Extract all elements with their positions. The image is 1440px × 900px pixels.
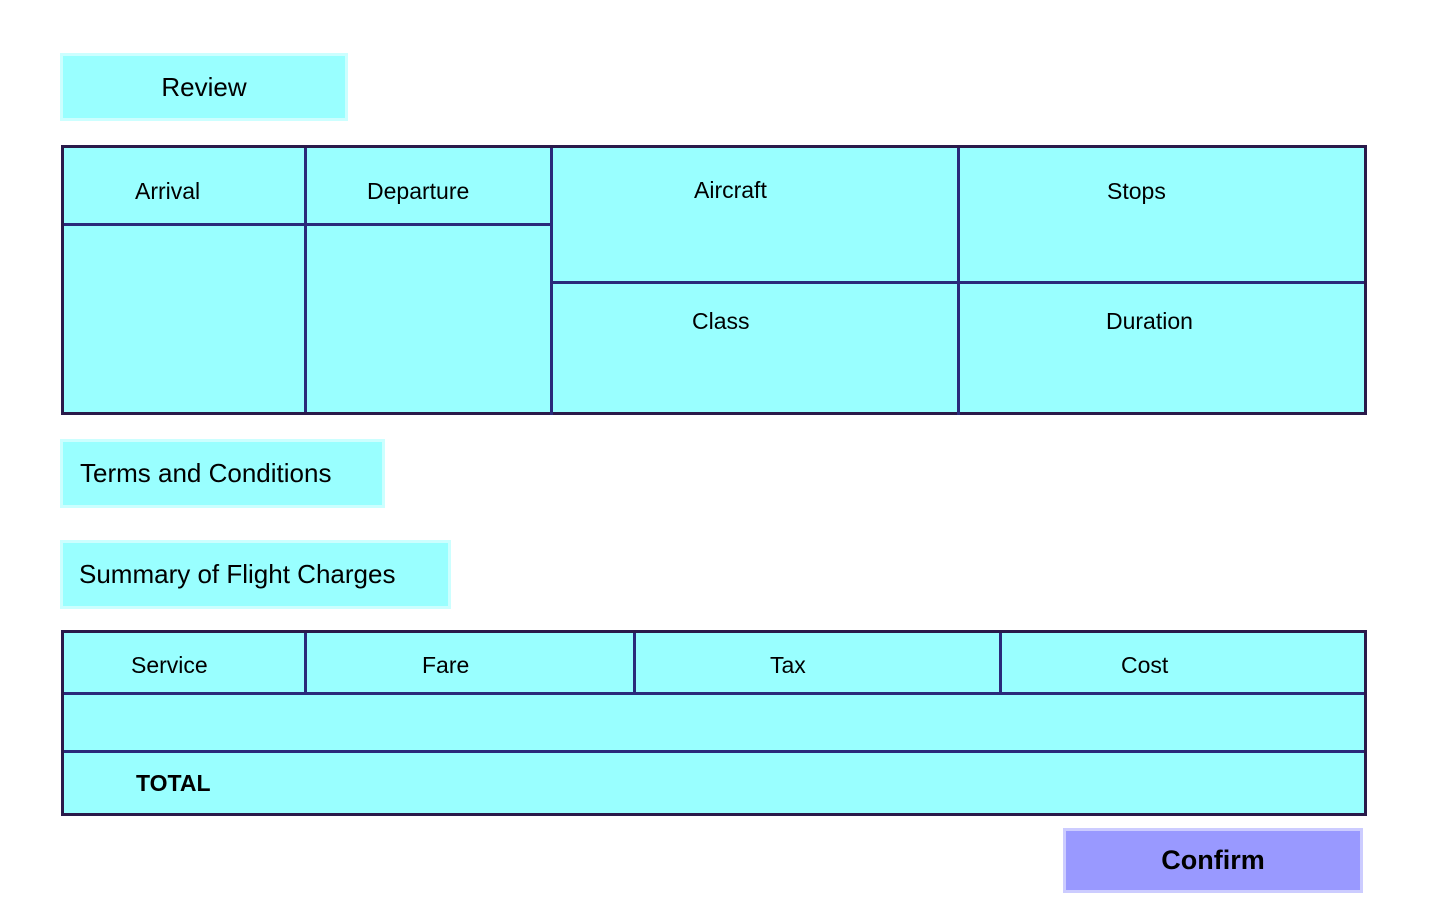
header-arrival: Arrival [135,178,201,204]
review-section-label: Review [60,53,348,121]
confirm-button[interactable]: Confirm [1063,828,1363,893]
header-cost: Cost [1121,652,1169,678]
charges-empty-row [64,695,1364,750]
table-divider [633,633,636,693]
summary-label-text: Summary of Flight Charges [79,559,396,589]
header-aircraft: Aircraft [694,177,767,203]
header-departure: Departure [367,178,470,204]
table-divider [550,281,1364,284]
terms-and-conditions-label: Terms and Conditions [60,439,385,508]
terms-label-text: Terms and Conditions [80,458,332,488]
header-class: Class [692,308,750,334]
summary-of-charges-label: Summary of Flight Charges [60,540,451,609]
header-duration: Duration [1106,308,1193,334]
flight-details-table: Arrival Departure Aircraft Stops Class D… [61,145,1367,415]
total-label: TOTAL [136,770,211,796]
table-divider [999,633,1002,693]
flight-charges-table: Service Fare Tax Cost TOTAL [61,630,1367,816]
header-stops: Stops [1107,178,1166,204]
header-service: Service [131,652,208,678]
table-divider [304,148,307,412]
header-tax: Tax [770,652,806,678]
review-label-text: Review [161,71,247,102]
table-divider [64,223,550,226]
header-fare: Fare [422,652,470,678]
table-divider [64,750,1364,753]
table-divider [64,692,1364,695]
table-divider [304,633,307,693]
